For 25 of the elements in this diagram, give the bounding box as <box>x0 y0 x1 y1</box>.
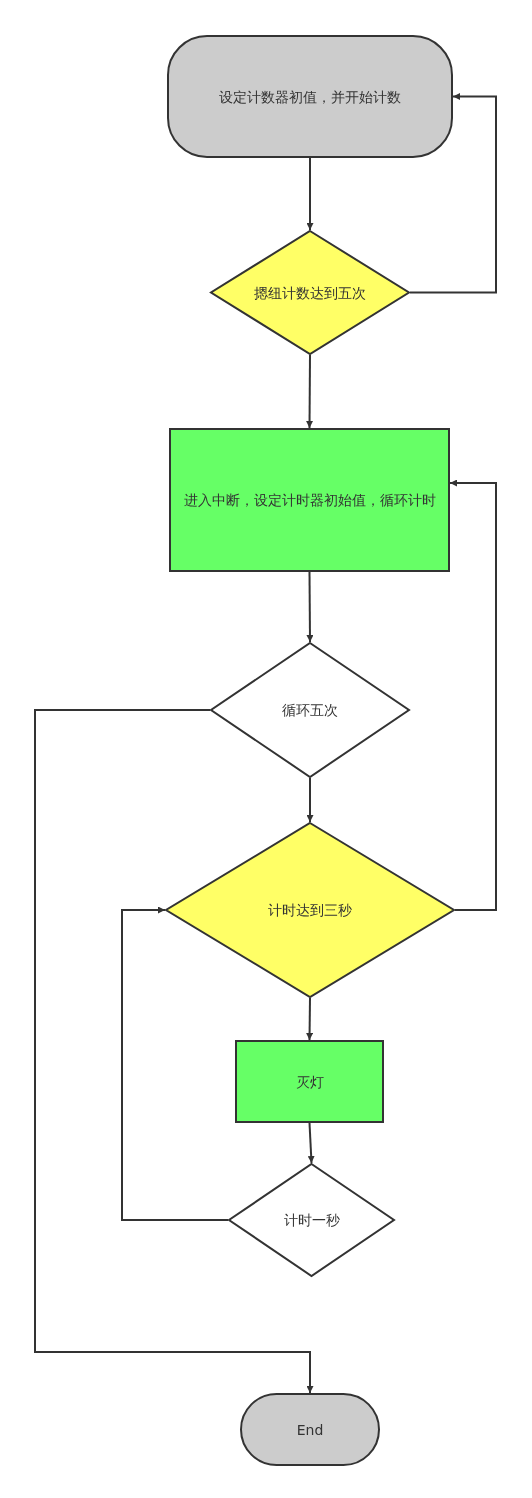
arrow <box>306 157 314 231</box>
node-text: 循环五次 <box>282 701 338 720</box>
node-text: 摁纽计数达到五次 <box>254 283 366 303</box>
arrow <box>121 906 229 1221</box>
decision-diamond <box>210 230 410 355</box>
arrow <box>306 997 314 1041</box>
arrow <box>409 93 497 294</box>
arrow <box>34 709 314 1394</box>
decision-diamond <box>210 642 410 778</box>
terminator-shape <box>167 35 453 158</box>
node-text: 计时一秒 <box>283 1211 340 1230</box>
decision-diamond <box>228 1163 395 1277</box>
arrow <box>306 571 314 643</box>
process-box <box>169 428 450 572</box>
arrow <box>449 479 497 911</box>
arrow <box>306 354 314 429</box>
decision-diamond <box>165 822 455 998</box>
arrow <box>306 777 314 823</box>
node-text: 进入中断，设定计时器初始值，循环计时 <box>183 491 436 510</box>
process-box <box>235 1040 384 1123</box>
node-text: 计时达到三秒 <box>268 901 352 920</box>
node-text: 灭灯 <box>295 1072 324 1092</box>
arrow <box>307 1122 315 1164</box>
node-text: 设定计数器初值，并开始计数 <box>219 87 401 107</box>
node-text: End <box>296 1420 324 1440</box>
